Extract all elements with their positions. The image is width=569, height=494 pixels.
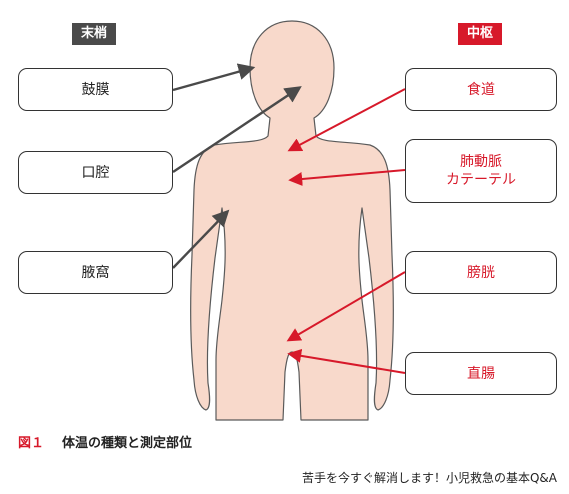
arrow-axillary — [172, 209, 230, 269]
central-tag: 中枢 — [458, 23, 503, 45]
bladder-box: 膀胱 — [405, 251, 557, 294]
caption-title: 体温の種類と測定部位 — [62, 436, 193, 451]
oral-box: 口腔 — [18, 151, 173, 194]
arrow-esophagus — [287, 88, 406, 152]
arrow-tympanic — [172, 63, 256, 92]
bladder-label: 膀胱 — [467, 264, 495, 281]
axillary-label: 腋窩 — [81, 264, 110, 281]
human-body-silhouette — [190, 20, 394, 421]
oral-label: 口腔 — [81, 164, 110, 181]
footer-source: 苦手を今すぐ解消します！小児救急の基本Q&A — [301, 471, 557, 485]
esophagus-box: 食道 — [405, 68, 557, 111]
rectum-box: 直腸 — [405, 352, 557, 395]
rectum-label: 直腸 — [467, 365, 495, 382]
artery-label-line2: カテーテル — [446, 172, 516, 188]
figure-caption: 図１ 体温の種類と測定部位 — [18, 432, 192, 451]
artery-label-line1: 肺動脈 — [460, 154, 502, 170]
pulmonary-artery-catheter-box: 肺動脈 カテーテル — [405, 139, 557, 203]
tympanic-label: 鼓膜 — [81, 81, 110, 98]
arrow-oral — [172, 86, 302, 173]
arrow-artery — [288, 169, 406, 186]
tympanic-box: 鼓膜 — [18, 68, 173, 111]
axillary-box: 腋窩 — [18, 251, 173, 294]
caption-number: 図１ — [18, 436, 45, 451]
arrow-rectum — [287, 348, 406, 374]
arrow-bladder — [286, 271, 406, 342]
peripheral-tag: 末梢 — [72, 23, 117, 45]
esophagus-label: 食道 — [467, 81, 495, 98]
